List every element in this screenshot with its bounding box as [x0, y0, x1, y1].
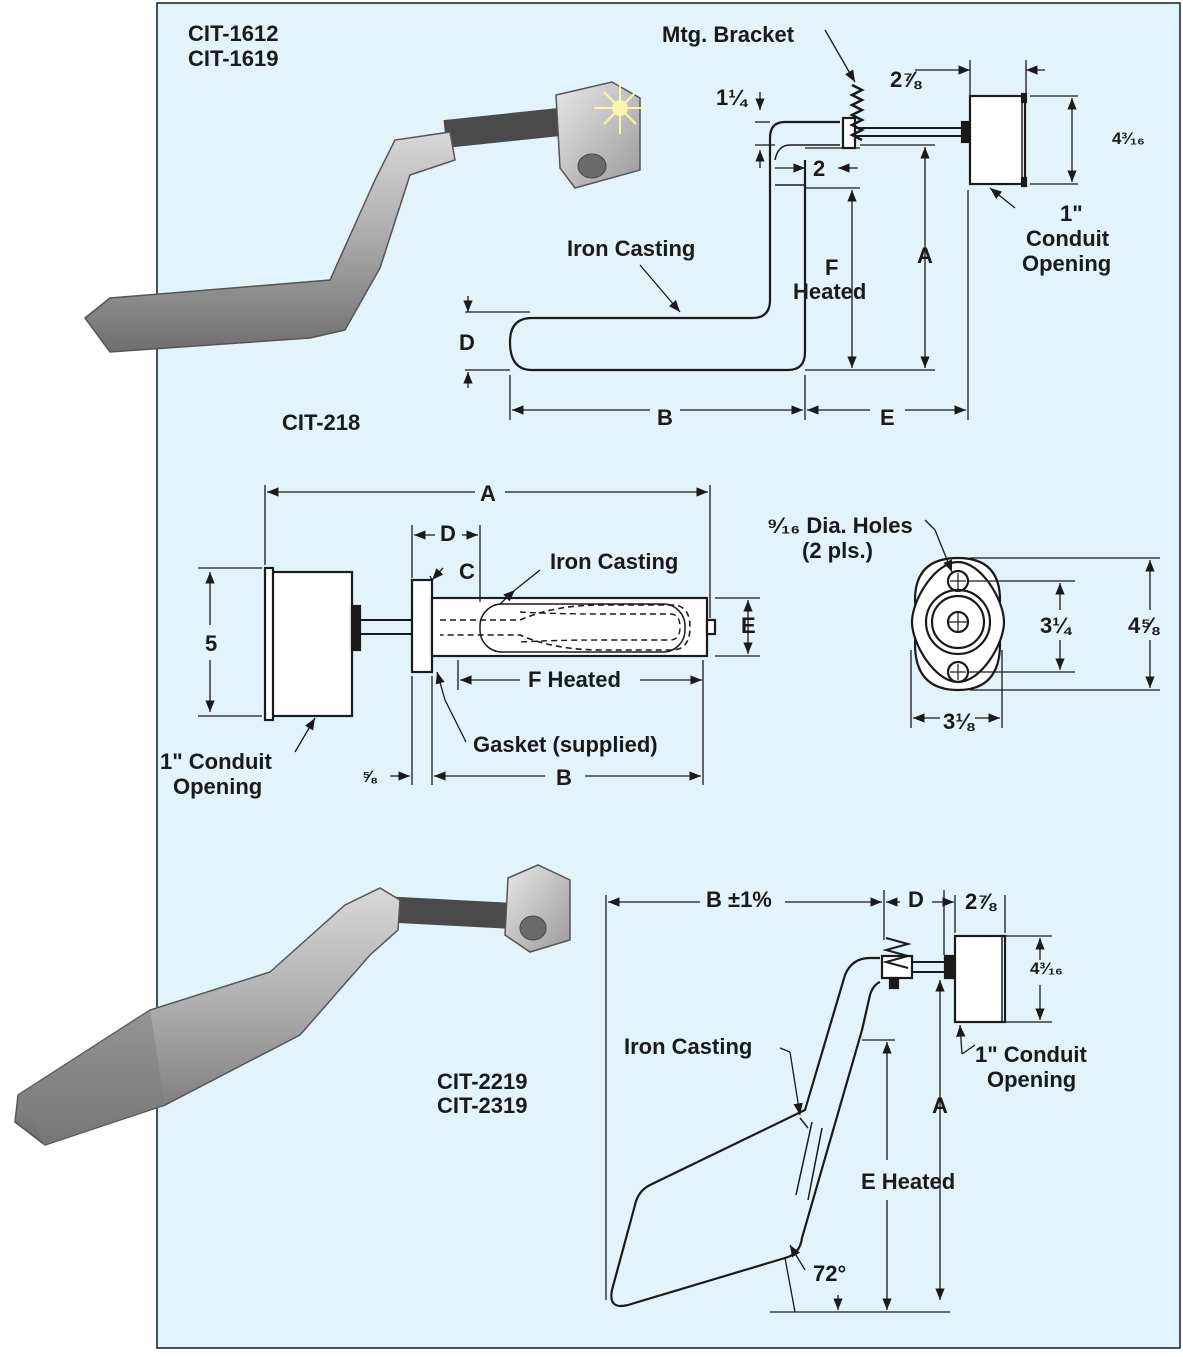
- b-label-middle: B: [556, 765, 572, 790]
- heater-photo-top: [83, 81, 646, 353]
- dim-3-1-4: 3¼: [1040, 613, 1071, 638]
- iron-casting-top: Iron Casting: [567, 236, 696, 261]
- dim-3-1-8: 3⅛: [943, 709, 974, 734]
- iron-casting-middle: Iron Casting: [550, 549, 679, 574]
- f-heated-middle: F Heated: [528, 667, 621, 692]
- top-model-2: CIT-1619: [188, 46, 279, 71]
- e-label-middle: E: [741, 613, 756, 638]
- heater-photo-bottom: [14, 864, 571, 1146]
- dim-2-top: 2: [813, 156, 826, 181]
- bottom-model-2: CIT-2319: [437, 1093, 528, 1118]
- f-label-top: F: [825, 255, 839, 280]
- top-dimensions: [463, 29, 1078, 420]
- dim-4-3-16-bottom: 4³⁄₁₆: [1030, 959, 1063, 978]
- b-label-bottom: B ±1%: [706, 887, 772, 912]
- c-label-middle: C: [459, 559, 475, 584]
- gasket-label: Gasket (supplied): [473, 732, 658, 757]
- middle-element-dashed: [440, 604, 691, 651]
- conduit-bottom-2: Opening: [987, 1067, 1077, 1092]
- middle-side-drawing: [263, 566, 717, 722]
- b-label-top: B: [657, 405, 673, 430]
- d-label-bottom: D: [908, 887, 924, 912]
- e-heated-bottom: E Heated: [861, 1169, 956, 1194]
- bottom-dimensions: [605, 890, 1052, 1313]
- a-label-middle: A: [480, 481, 496, 506]
- iron-casting-bottom: Iron Casting: [624, 1034, 753, 1059]
- bottom-model-1: CIT-2219: [437, 1069, 528, 1094]
- top-model-1: CIT-1612: [188, 21, 279, 46]
- junction-box-top: [555, 81, 646, 189]
- conduit-top-3: Opening: [1022, 251, 1112, 276]
- dim-5-8: ⅝: [362, 767, 377, 786]
- middle-terminal-box: [268, 570, 354, 718]
- dim-1-1-4: 1¼: [716, 85, 747, 110]
- a-label-top: A: [917, 243, 933, 268]
- dim-2-7-8-bottom: 2⅞: [965, 889, 996, 914]
- conduit-middle-1: 1" Conduit: [160, 749, 272, 774]
- heated-label-top: Heated: [793, 279, 867, 304]
- middle-flange-drawing: [910, 556, 1006, 692]
- bottom-terminal-box: [953, 934, 1007, 1024]
- conduit-top-2: Conduit: [1026, 226, 1110, 251]
- a-label-bottom: A: [932, 1093, 948, 1118]
- conduit-top-1: 1": [1060, 201, 1083, 226]
- dim-4-5-8: 4⅝: [1128, 613, 1159, 638]
- d-label-top: D: [459, 330, 475, 355]
- top-model-cit-218: CIT-218: [282, 410, 361, 435]
- flange-dimensions: [910, 519, 1160, 728]
- middle-dimensions: [198, 485, 760, 785]
- dim-4-3-16-top: 4³⁄₁₆: [1112, 129, 1145, 148]
- bottom-element-outline: [610, 956, 881, 1308]
- holes-label-1: ⁹⁄₁₆ Dia. Holes: [767, 513, 913, 538]
- dim-2-7-8-top: 2⅞: [890, 67, 921, 92]
- top-terminal-box: [968, 94, 1027, 186]
- e-label-top: E: [880, 405, 895, 430]
- dim-5: 5: [205, 631, 218, 656]
- mtg-bracket-label: Mtg. Bracket: [662, 22, 795, 47]
- junction-box-bottom: [504, 864, 571, 953]
- angle-72: 72°: [813, 1261, 847, 1286]
- top-drawing: [508, 83, 1028, 372]
- bottom-drawing: [610, 934, 1007, 1308]
- conduit-bottom-1: 1" Conduit: [975, 1042, 1087, 1067]
- conduit-middle-2: Opening: [173, 774, 263, 799]
- d-label-middle: D: [440, 521, 456, 546]
- holes-label-2: (2 pls.): [802, 538, 873, 563]
- top-element-outline: [508, 120, 840, 372]
